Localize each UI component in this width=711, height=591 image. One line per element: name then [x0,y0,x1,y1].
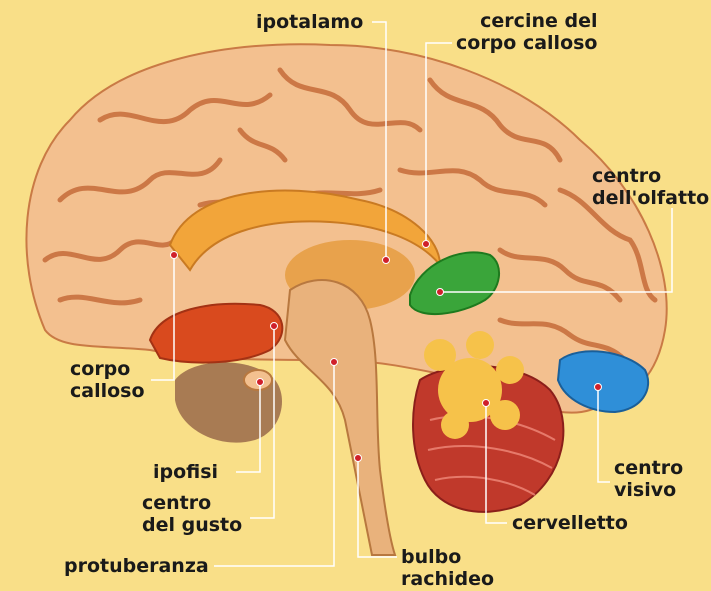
label-corpo-calloso-line-1: corpo [70,358,145,380]
label-olfatto-line-2: dell'olfatto [592,187,709,209]
label-bulbo-line-1: bulbo [401,546,494,568]
label-centro-olfatto: centro dell'olfatto [592,165,709,209]
label-gusto-line-1: centro [142,492,242,514]
label-cervelletto: cervelletto [512,512,628,534]
label-cervelletto-line-1: cervelletto [512,512,628,534]
label-ipotalamo-line-1: ipotalamo [256,11,363,33]
marker-corpo-calloso [171,252,178,259]
label-protuberanza: protuberanza [64,555,209,577]
label-olfatto-line-1: centro [592,165,709,187]
label-ipofisi-line-1: ipofisi [153,461,218,483]
label-protuberanza-line-1: protuberanza [64,555,209,577]
marker-cervelletto [483,400,490,407]
label-ipotalamo: ipotalamo [256,11,363,33]
marker-gusto [271,323,278,330]
label-bulbo-rachideo: bulbo rachideo [401,546,494,590]
marker-ipofisi [257,379,264,386]
label-bulbo-line-2: rachideo [401,568,494,590]
marker-protuberanza [331,359,338,366]
label-visivo-line-2: visivo [614,479,683,501]
label-cercine-del-corpo-calloso: cercine del corpo calloso [456,10,597,54]
label-corpo-calloso-line-2: calloso [70,380,145,402]
marker-olfatto [437,289,444,296]
label-cercine-line-2: corpo calloso [456,32,597,54]
label-cercine-line-1: cercine del [456,10,597,32]
marker-bulbo [355,455,362,462]
marker-ipotalamo [383,257,390,264]
label-gusto-line-2: del gusto [142,514,242,536]
marker-cercine [423,241,430,248]
label-corpo-calloso: corpo calloso [70,358,145,402]
label-centro-visivo: centro visivo [614,457,683,501]
label-ipofisi: ipofisi [153,461,218,483]
label-centro-gusto: centro del gusto [142,492,242,536]
marker-visivo [595,384,602,391]
label-visivo-line-1: centro [614,457,683,479]
